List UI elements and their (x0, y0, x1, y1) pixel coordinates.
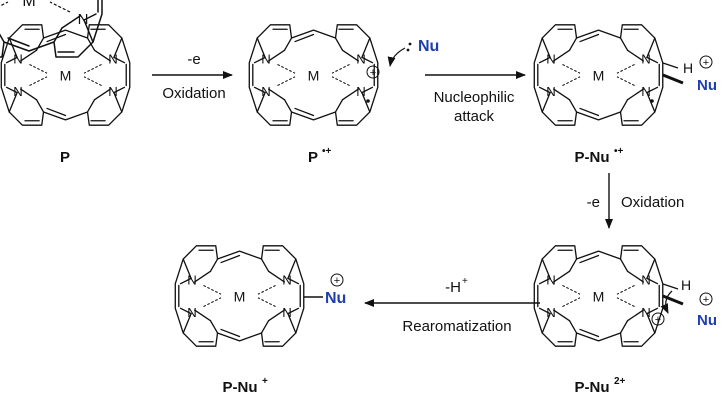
compound-superscript-P-Nu-dication: 2+ (614, 376, 626, 387)
step-nucleophilic-line1: Nucleophilic (434, 89, 515, 106)
porphyrin-core: N N N N M (0, 0, 103, 58)
porphyrin-P (0, 24, 131, 126)
step-oxidation1-reagent: -e (187, 51, 200, 68)
compound-label-P-Nu-cation: P-Nu (223, 379, 258, 396)
charge-plus: + (334, 275, 340, 287)
nucleophile-label: Nu (697, 77, 717, 94)
lone-pair-dot-icon (406, 48, 410, 52)
wedge-bond-to-Nu (662, 73, 684, 85)
nucleophile-label: Nu (697, 312, 717, 329)
lone-pair-dot-icon (408, 42, 412, 46)
hydrogen-atom: H (681, 277, 691, 293)
charge-plus: + (703, 294, 709, 306)
curved-arrow-icon (387, 47, 406, 67)
compound-superscript-P-Nu-radical-cation: •+ (614, 146, 624, 157)
metal-atom: M (22, 0, 35, 10)
nitrogen-atom: N (78, 11, 89, 28)
step-oxidation2-name: Oxidation (621, 194, 684, 211)
step-rearomatization-reagent: -H (445, 279, 461, 296)
compound-superscript-P-radical-cation: •+ (322, 146, 332, 157)
step-rearomatization-name: Rearomatization (402, 318, 511, 335)
step-rearomatization-superscript: + (462, 276, 468, 287)
charge-plus: + (370, 67, 376, 79)
compound-label-P-Nu-dication: P-Nu (575, 379, 610, 396)
step-nucleophilic-line2: attack (454, 108, 495, 125)
step-oxidation1-name: Oxidation (162, 85, 225, 102)
curved-arrow-icon (660, 290, 673, 314)
porphyrin-P-Nu-radical-cation (533, 24, 664, 126)
radical-dot-icon (650, 99, 654, 103)
radical-dot-icon (366, 99, 370, 103)
step-oxidation2-reagent: -e (587, 194, 600, 211)
charge-plus-icon (699, 55, 713, 69)
charge-plus: + (703, 57, 709, 69)
nucleophile-label: Nu (418, 38, 439, 55)
charge-plus-icon (330, 273, 344, 287)
compound-label-P-radical-cation: P (308, 149, 318, 166)
compound-label-P: P (60, 149, 70, 166)
nucleophile-label: Nu (325, 290, 346, 307)
hydrogen-atom: H (683, 60, 693, 76)
compound-label-P-Nu-radical-cation: P-Nu (575, 149, 610, 166)
charge-plus-icon (651, 312, 665, 326)
charge-plus-icon (699, 292, 713, 306)
porphyrin-P-Nu-dication (533, 245, 664, 347)
charge-plus-icon (366, 65, 380, 79)
porphyrin-P-Nu-cation (174, 245, 305, 347)
porphyrin-P-radical-cation (248, 24, 379, 126)
wedge-bond-to-Nu (662, 294, 684, 306)
charge-plus: + (655, 314, 661, 326)
bond-to-H (662, 283, 679, 290)
compound-superscript-P-Nu-cation: + (262, 376, 268, 387)
bond-to-H (662, 62, 679, 69)
